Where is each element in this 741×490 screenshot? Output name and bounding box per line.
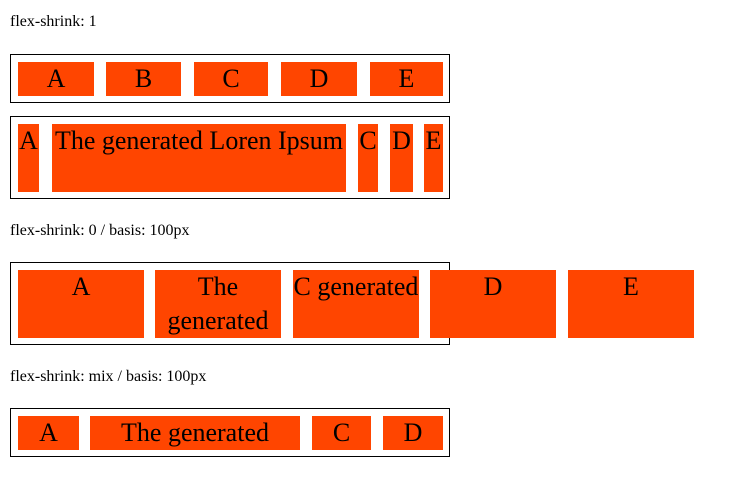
section-heading-shrink-0: flex-shrink: 0 / basis: 100px <box>10 222 190 239</box>
flex-container-shrink-mix: A The generated C D <box>10 408 450 457</box>
flex-item-e: E <box>424 124 443 192</box>
flex-item-a: A <box>18 62 94 96</box>
section-heading-shrink-mix: flex-shrink: mix / basis: 100px <box>10 368 207 385</box>
flex-item-d: D <box>383 416 443 450</box>
flex-item-d: D <box>281 62 357 96</box>
flex-item-c: C <box>194 62 268 96</box>
flex-item-d: D <box>390 124 413 192</box>
flex-item-a: A <box>18 270 144 338</box>
flex-item-lorem-ipsum: The generated Loren Ipsum <box>52 124 346 192</box>
flex-container-shrink-1-row-1: A B C D E <box>10 54 450 103</box>
flex-item-a: A <box>18 124 39 192</box>
flex-item-e: E <box>370 62 443 96</box>
flex-item-generated: The generated <box>90 416 300 450</box>
flex-container-shrink-0: A The generated C generated D E <box>10 262 694 345</box>
flex-item-c-generated: C generated <box>293 270 419 338</box>
flex-item-d: D <box>430 270 556 338</box>
flex-item-e: E <box>568 270 694 338</box>
flex-item-c: C <box>312 416 371 450</box>
flex-item-c: C <box>358 124 378 192</box>
flex-item-generated: The generated <box>155 270 281 338</box>
flex-item-b: B <box>106 62 181 96</box>
section-heading-shrink-1: flex-shrink: 1 <box>10 13 97 30</box>
flex-container-shrink-1-row-2: A The generated Loren Ipsum C D E <box>10 116 450 199</box>
flex-item-a: A <box>18 416 79 450</box>
